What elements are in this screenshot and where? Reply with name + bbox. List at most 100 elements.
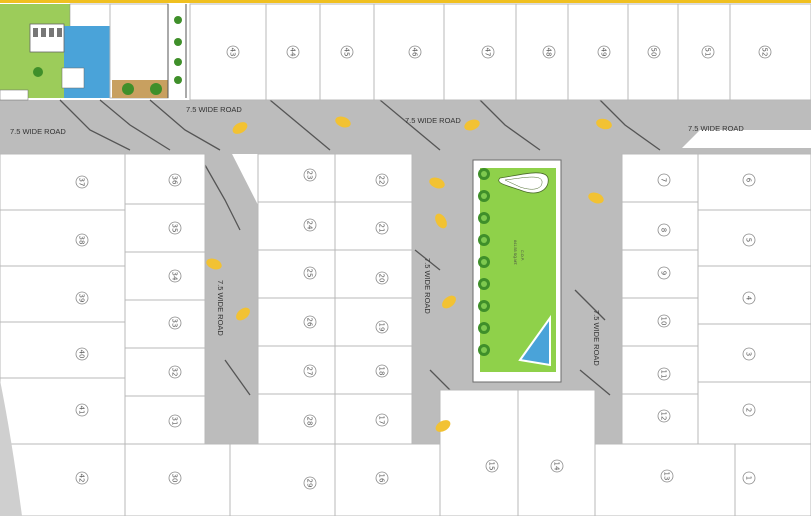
plot-number: 8 (660, 228, 668, 232)
vertical-road-right (565, 150, 622, 445)
road-spur-3 (270, 100, 335, 150)
plot-number-marker: 23 (303, 168, 317, 182)
plot-number: 10 (660, 317, 668, 326)
trees (174, 16, 490, 356)
plot-number: 15 (488, 462, 496, 471)
plot-number: 24 (306, 221, 314, 230)
plot-number-marker: 25 (303, 266, 317, 280)
plot-number: 31 (171, 417, 179, 426)
plot-number-marker: 43 (226, 45, 240, 59)
plot-number-marker: 40 (75, 347, 89, 361)
tree-icon (174, 16, 182, 24)
tree-icon (174, 76, 182, 84)
plot-number-marker: 12 (657, 409, 671, 423)
plot-number: 23 (306, 171, 314, 180)
plot-number: 1 (745, 476, 753, 480)
plot-number: 47 (484, 48, 492, 57)
plot-number: 42 (78, 474, 86, 483)
plot-number-marker: 36 (168, 173, 182, 187)
amenity-block (0, 3, 187, 101)
plot-number-marker: 24 (303, 218, 317, 232)
road-label-vertical-right: 7.5 WIDE ROAD (592, 310, 601, 366)
plot-number-marker: 30 (168, 471, 182, 485)
tree-icon (478, 300, 490, 312)
plot-number-marker: 37 (75, 175, 89, 189)
plot-number-marker: 20 (375, 271, 389, 285)
plot-number: 25 (306, 269, 314, 278)
horizontal-road-lower-band (0, 148, 811, 154)
plot-number: 36 (171, 176, 179, 185)
plot-number: 43 (229, 48, 237, 57)
leaf-icon (435, 420, 451, 432)
plot-number: 38 (78, 236, 86, 245)
plot-number-marker: 1 (742, 471, 756, 485)
park-path-loop (498, 172, 549, 194)
plots-top-row (189, 3, 811, 101)
plot-number: 4 (745, 296, 753, 301)
plot-number: 30 (171, 474, 179, 483)
park-label-cop: C.O.P. (520, 250, 524, 261)
tree-icon (478, 278, 490, 290)
plot-number: 32 (171, 368, 179, 377)
plot-number: 9 (660, 271, 668, 275)
plot-number-marker: 17 (375, 413, 389, 427)
plot-number: 28 (306, 417, 314, 426)
plot-number: 18 (378, 367, 386, 376)
plot-number-marker: 48 (542, 45, 556, 59)
plots-left-column (0, 153, 126, 516)
leaf-decorations (206, 116, 612, 432)
plot-number-marker: 52 (758, 45, 772, 59)
plots-column-4 (334, 153, 441, 516)
plot-number-marker: 27 (303, 364, 317, 378)
park-lawn (480, 168, 556, 372)
tree-icon (174, 38, 182, 46)
plot-number: 6 (745, 178, 753, 183)
plot-number-marker: 38 (75, 233, 89, 247)
road-edges (59, 99, 661, 396)
tree-icon (478, 256, 490, 268)
plot-number-marker: 51 (701, 45, 715, 59)
park-area: C.O.P. 641.55 SQ.MT. (472, 159, 562, 383)
plot-number-marker: 39 (75, 291, 89, 305)
tree-icon (478, 168, 490, 180)
plot-number: 27 (306, 367, 314, 376)
leaf-icon (206, 258, 222, 270)
plot-number: 41 (78, 406, 86, 415)
road-labels: 7.5 WIDE ROAD 7.5 WIDE ROAD 7.5 WIDE ROA… (10, 105, 744, 366)
road-label-top-mid: 7.5 WIDE ROAD (405, 116, 461, 125)
park-water-feature (518, 314, 551, 367)
tree-icon (478, 190, 490, 202)
plot-number: 13 (663, 472, 671, 481)
road-spur-4 (380, 100, 445, 150)
road-label-vertical-left: 7.5 WIDE ROAD (216, 280, 225, 336)
plot-number-marker: 42 (75, 471, 89, 485)
road-spur-6 (600, 100, 660, 150)
plot-number: 33 (171, 319, 179, 328)
plot-number-marker: 5 (742, 233, 756, 247)
plot-number: 51 (704, 48, 712, 57)
plot-number-marker: 4 (742, 291, 756, 305)
plot-number: 44 (289, 48, 297, 57)
plot-number-marker: 35 (168, 221, 182, 235)
plot-number: 12 (660, 412, 668, 421)
tree-icon (33, 67, 43, 77)
road-label-top-right: 7.5 WIDE ROAD (688, 124, 744, 133)
plot-number: 16 (378, 474, 386, 483)
plots-column-2 (124, 153, 231, 516)
leaf-icon (596, 118, 612, 130)
tree-icon (122, 83, 134, 95)
plot-number: 39 (78, 294, 86, 303)
tree-icon (478, 322, 490, 334)
plot-number: 46 (411, 48, 419, 57)
leaf-icon (464, 119, 480, 131)
tree-icon (174, 58, 182, 66)
plot-number: 29 (306, 479, 314, 488)
plot-number: 19 (378, 323, 386, 332)
plot-number: 14 (553, 462, 561, 471)
leaf-icon (435, 213, 447, 229)
plot-number: 20 (378, 274, 386, 283)
plot-number-marker: 46 (408, 45, 422, 59)
plot-number-marker: 9 (657, 266, 671, 280)
vertical-road-left (180, 150, 258, 445)
